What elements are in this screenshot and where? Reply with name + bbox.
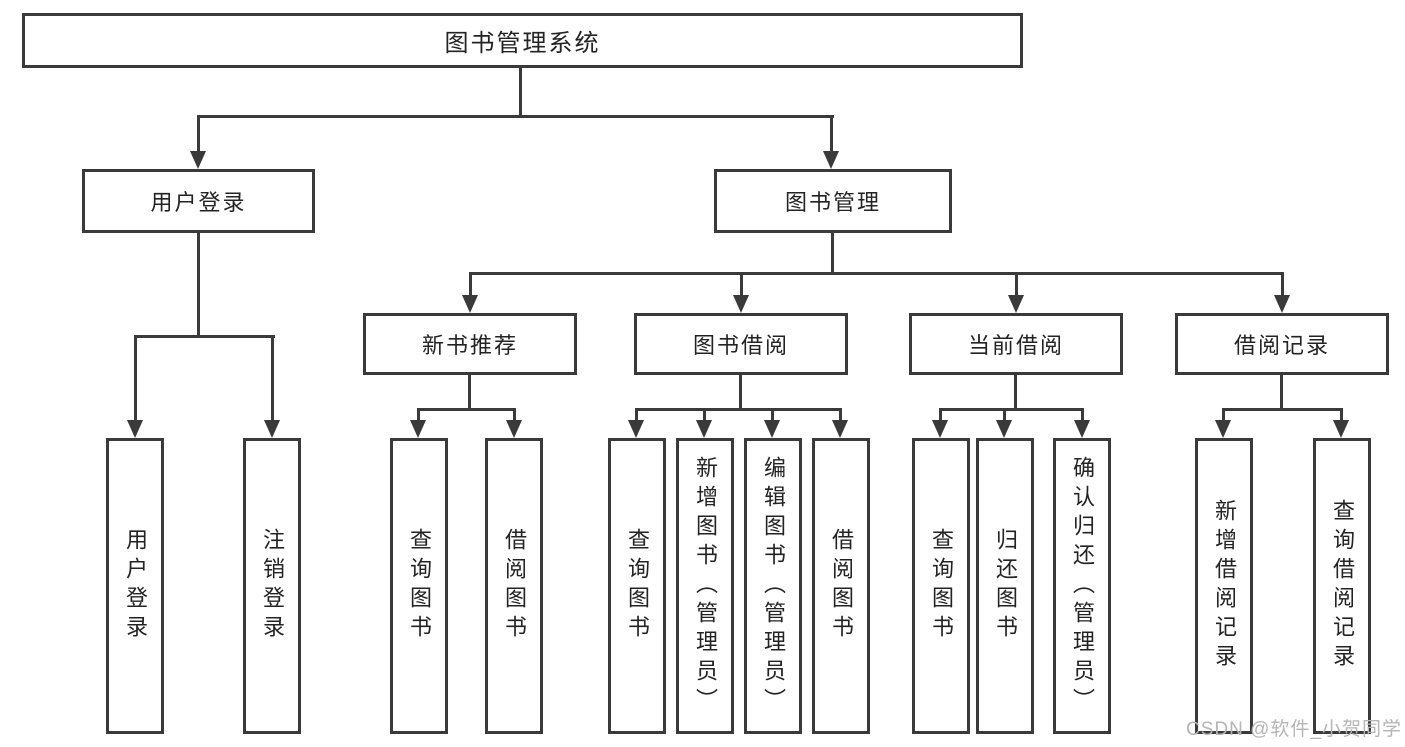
leaf-query-books: 查询图书 — [912, 438, 970, 734]
node-book-management: 图书管理 — [714, 169, 952, 233]
leaf-label: 用户登录 — [123, 528, 148, 644]
connector-line — [740, 272, 743, 296]
connector-line — [197, 115, 834, 118]
arrow-head — [764, 420, 780, 438]
arrow-head — [1333, 420, 1349, 438]
connector-line — [635, 408, 842, 411]
arrow-head — [462, 295, 478, 313]
leaf-logout: 注销登录 — [243, 438, 301, 734]
leaf-label: 编辑图书（管理员） — [761, 455, 786, 717]
connector-line — [134, 335, 137, 421]
connector-line — [939, 408, 942, 422]
leaf-user-login: 用户登录 — [106, 438, 164, 734]
connector-line — [771, 408, 774, 422]
connector-line — [1340, 408, 1343, 422]
leaf-return-books: 归还图书 — [976, 438, 1034, 734]
connector-line — [939, 408, 1084, 411]
connector-line — [1281, 272, 1284, 296]
connector-line — [417, 408, 420, 422]
leaf-borrow-books: 借阅图书 — [485, 438, 543, 734]
connector-line — [1015, 272, 1018, 296]
connector-line — [1014, 375, 1017, 408]
arrow-head — [932, 420, 948, 438]
arrow-head — [190, 151, 206, 169]
connector-line — [831, 233, 834, 272]
leaf-label: 查询图书 — [625, 528, 650, 644]
leaf-label: 新增图书（管理员） — [693, 455, 718, 717]
connector-line — [519, 68, 522, 115]
arrow-head — [1074, 420, 1090, 438]
connector-line — [1222, 408, 1343, 411]
node-book-borrow: 图书借阅 — [634, 313, 848, 375]
leaf-query-books: 查询图书 — [390, 438, 448, 734]
connector-line — [1081, 408, 1084, 422]
leaf-add-borrow-record: 新增借阅记录 — [1195, 438, 1253, 734]
leaf-label: 确认归还（管理员） — [1070, 455, 1095, 717]
connector-line — [513, 408, 516, 422]
leaf-label: 查询借阅记录 — [1330, 499, 1355, 673]
connector-line — [1280, 375, 1283, 408]
connector-line — [197, 115, 200, 152]
leaf-add-books-admin: 新增图书（管理员） — [676, 438, 734, 734]
leaf-label: 新增借阅记录 — [1212, 499, 1237, 673]
node-user-login: 用户登录 — [82, 169, 315, 233]
connector-line — [1222, 408, 1225, 422]
leaf-label: 查询图书 — [929, 528, 954, 644]
node-new-book-recommend: 新书推荐 — [363, 313, 577, 375]
leaf-borrow-books: 借阅图书 — [812, 438, 870, 734]
leaf-query-books: 查询图书 — [608, 438, 666, 734]
leaf-label: 归还图书 — [993, 528, 1018, 644]
arrow-head — [1215, 420, 1231, 438]
arrow-head — [996, 420, 1012, 438]
connector-line — [468, 375, 471, 408]
arrow-head — [1274, 295, 1290, 313]
connector-line — [703, 408, 706, 422]
arrow-head — [264, 420, 280, 438]
connector-line — [469, 272, 472, 296]
arrow-head — [506, 420, 522, 438]
arrow-head — [733, 295, 749, 313]
arrow-head — [628, 420, 644, 438]
connector-line — [635, 408, 638, 422]
connector-line — [1003, 408, 1006, 422]
connector-line — [271, 335, 274, 421]
node-borrow-records: 借阅记录 — [1175, 313, 1389, 375]
connector-line — [197, 233, 200, 335]
connector-line — [469, 272, 1284, 275]
leaf-label: 借阅图书 — [829, 528, 854, 644]
leaf-label: 注销登录 — [260, 528, 285, 644]
leaf-label: 借阅图书 — [502, 528, 527, 644]
arrow-head — [696, 420, 712, 438]
arrow-head — [823, 151, 839, 169]
leaf-confirm-return-admin: 确认归还（管理员） — [1053, 438, 1111, 734]
connector-line — [134, 335, 275, 338]
node-current-borrow: 当前借阅 — [909, 313, 1123, 375]
arrow-head — [1008, 295, 1024, 313]
connector-line — [739, 375, 742, 408]
connector-line — [839, 408, 842, 422]
arrow-head — [127, 420, 143, 438]
leaf-query-borrow-record: 查询借阅记录 — [1313, 438, 1371, 734]
arrow-head — [832, 420, 848, 438]
leaf-label: 查询图书 — [407, 528, 432, 644]
connector-line — [417, 408, 516, 411]
connector-line — [830, 115, 833, 152]
arrow-head — [410, 420, 426, 438]
leaf-edit-books-admin: 编辑图书（管理员） — [744, 438, 802, 734]
node-root: 图书管理系统 — [22, 13, 1023, 68]
csdn-watermark: CSDN @软件_小贺同学 — [1186, 719, 1402, 740]
